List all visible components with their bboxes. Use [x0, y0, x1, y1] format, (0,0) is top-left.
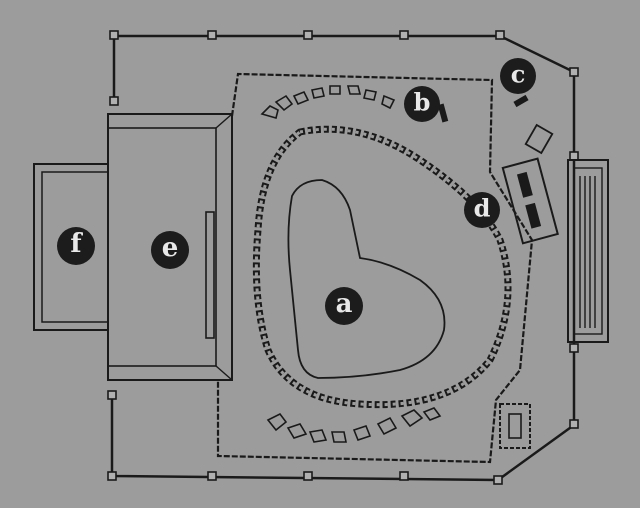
- stepping-stone: [346, 85, 362, 95]
- building-e-bevel: [215, 365, 233, 381]
- fence-post: [493, 475, 503, 485]
- stepping-stone: [260, 105, 279, 119]
- marker-b-label: b: [414, 88, 431, 117]
- fence-post: [303, 471, 313, 481]
- stepping-stone: [329, 85, 341, 95]
- fence-post: [495, 30, 505, 40]
- fence-post: [569, 151, 579, 161]
- small-slab: [524, 123, 554, 155]
- fence-post: [107, 471, 117, 481]
- fence-post: [207, 471, 217, 481]
- gravel-area-outline: [216, 72, 534, 464]
- marker-d-circle: [464, 192, 500, 228]
- stepping-stones-bottom: [266, 407, 442, 443]
- small-planter-frame: [499, 403, 531, 449]
- marker-f-label: f: [70, 229, 83, 259]
- stepping-stone: [422, 407, 442, 421]
- bench-inner: [573, 167, 603, 335]
- right-slatted-bench: [567, 159, 609, 343]
- fence-post: [569, 343, 579, 353]
- fence-post: [303, 30, 313, 40]
- stepping-stone: [363, 89, 377, 101]
- planter-bar: [525, 202, 542, 229]
- marker-f-circle: [57, 227, 95, 265]
- fence-post: [399, 30, 409, 40]
- marker-a-label: a: [336, 289, 353, 319]
- stepping-stone: [266, 412, 288, 432]
- marker-a: a: [325, 287, 363, 325]
- building-e-door: [205, 211, 215, 339]
- marker-b-circle: [404, 86, 440, 122]
- marker-c: c: [500, 58, 536, 94]
- small-block-c: [513, 94, 529, 108]
- small-planter-inner: [508, 413, 522, 439]
- marker-b: b: [404, 86, 440, 122]
- stepping-stone: [352, 425, 372, 441]
- pond-rock-edging: [252, 125, 512, 409]
- planter-bar: [516, 171, 533, 198]
- stepping-stone: [311, 87, 325, 99]
- fence-posts: [107, 30, 579, 485]
- stepping-stone: [376, 416, 398, 436]
- pond-water-outline: [287, 179, 446, 379]
- small-block-b: [437, 103, 449, 123]
- fence-post: [109, 96, 119, 106]
- marker-c-circle: [500, 58, 536, 94]
- fence-post: [569, 419, 579, 429]
- marker-c-label: c: [511, 60, 526, 89]
- marker-d-label: d: [474, 194, 491, 223]
- stepping-stone: [381, 94, 396, 110]
- fence-post: [399, 471, 409, 481]
- fence-post: [207, 30, 217, 40]
- stepping-stone: [292, 90, 310, 106]
- stepping-stone: [331, 431, 347, 443]
- marker-a-circle: [325, 287, 363, 325]
- marker-f: f: [57, 227, 95, 265]
- marker-e: e: [151, 231, 189, 269]
- marker-e-circle: [151, 231, 189, 269]
- fence-post: [107, 390, 117, 400]
- fence-post: [109, 30, 119, 40]
- planter-frame: [501, 157, 559, 245]
- building-e-bevel: [215, 113, 233, 129]
- small-planter: [499, 403, 531, 449]
- building-e-inner: [107, 127, 217, 367]
- bench-frame: [567, 159, 609, 343]
- stepping-stone: [286, 423, 308, 439]
- marker-d: d: [464, 192, 500, 228]
- stepping-stones-top: [260, 85, 396, 119]
- stepping-stone: [274, 94, 294, 112]
- stepping-stone: [400, 409, 424, 428]
- stepping-stone: [308, 429, 328, 443]
- planter-box: [501, 157, 559, 245]
- fence-post: [569, 67, 579, 77]
- marker-e-label: e: [162, 233, 179, 263]
